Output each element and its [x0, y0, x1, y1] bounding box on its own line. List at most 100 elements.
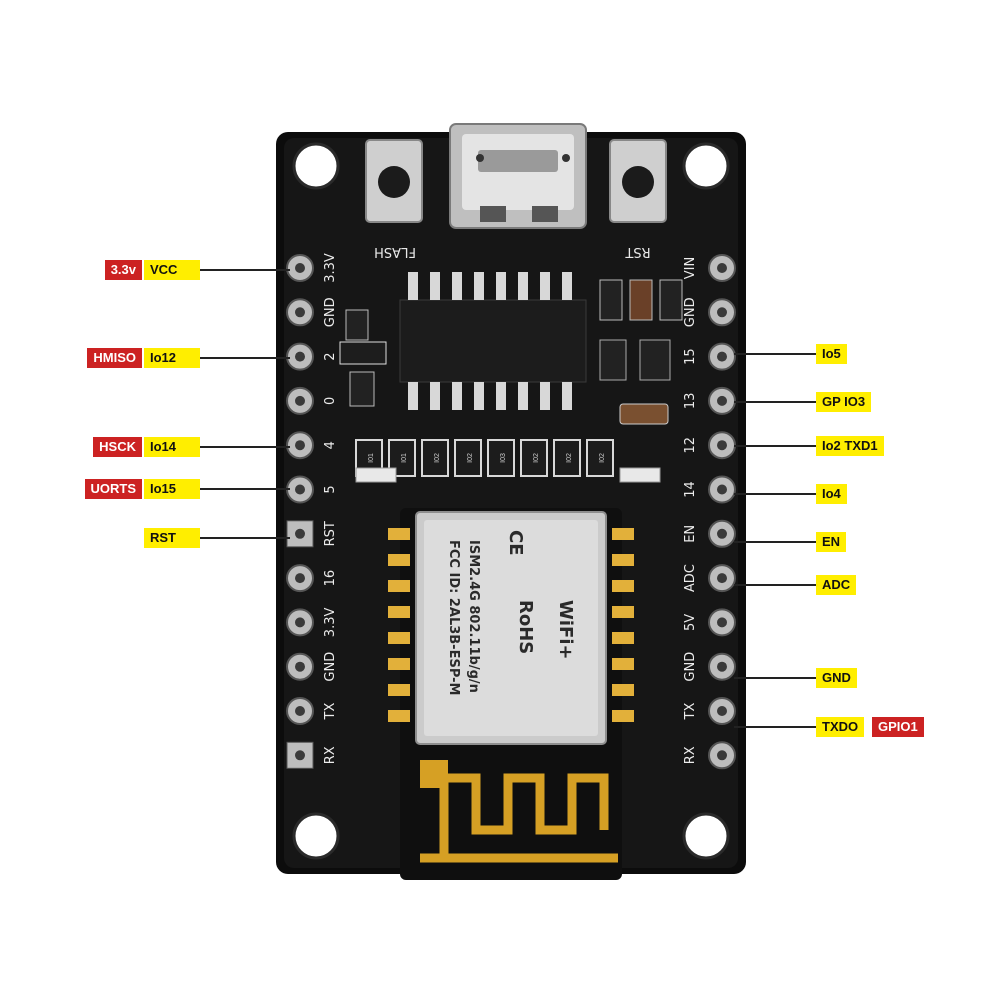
left-header-pins	[286, 254, 314, 769]
annotation-lead	[734, 677, 816, 679]
left-pin-label: GND	[323, 297, 338, 327]
chip-pin	[430, 272, 440, 300]
module-marking: WiFi+	[555, 600, 576, 660]
module-pad	[612, 580, 634, 592]
module-marking: CE	[505, 530, 526, 556]
smd-label: I02	[566, 453, 573, 463]
rst-button-label: RST	[625, 244, 650, 259]
pin-hole	[717, 750, 727, 761]
pin-hole	[717, 573, 727, 584]
annotation-lead	[734, 726, 816, 728]
smd-label: I01	[368, 453, 375, 463]
module-marking: ISM2.4G 802.11b/g/n	[466, 540, 481, 693]
flash-button	[365, 139, 423, 223]
pin-function-tag: GND	[816, 668, 857, 688]
module-pad	[612, 632, 634, 644]
chip-pin	[562, 382, 572, 410]
pin-alt-function-tag: 3.3v	[104, 260, 142, 280]
left-pin-label: 5	[323, 485, 338, 493]
pin-hole	[717, 617, 727, 628]
module-marking: FCC ID: 2AL3B-ESP-M	[446, 540, 461, 695]
chip-pin	[408, 272, 418, 300]
smd-label: I02	[599, 453, 606, 463]
pin-hole	[717, 263, 727, 273]
module-pad	[612, 684, 634, 696]
right-pin-label: 15	[683, 348, 698, 365]
right-pin-label: GND	[683, 652, 698, 682]
pin-hole	[295, 440, 305, 451]
module-pad	[612, 528, 634, 540]
right-pin-label: 14	[683, 481, 698, 498]
right-pin-label: VIN	[683, 257, 698, 279]
chip-pin	[518, 382, 528, 410]
pin-function-tag: Io5	[816, 344, 847, 364]
annotation-lead	[200, 269, 290, 271]
mounting-hole	[292, 812, 340, 860]
annotation-lead	[200, 446, 290, 448]
pin-hole	[717, 351, 727, 362]
pin-hole	[717, 440, 727, 451]
annotation-lead	[734, 445, 816, 447]
chip-pin	[408, 382, 418, 410]
pin-hole	[295, 661, 305, 672]
right-pin-label: EN	[683, 525, 698, 543]
pin-hole	[717, 661, 727, 672]
chip-pin	[562, 272, 572, 300]
chip-pin	[540, 382, 550, 410]
pin-hole	[295, 263, 305, 273]
pcb-antenna	[420, 773, 618, 863]
chip-pin	[430, 382, 440, 410]
left-pin-label: 3.3V	[323, 253, 338, 283]
module-marking: RoHS	[515, 600, 536, 654]
pin-hole	[295, 617, 305, 628]
module-pad	[388, 632, 410, 644]
chip-pin	[540, 272, 550, 300]
pin-alt-function-tag: HSCK	[93, 437, 142, 457]
pin-hole	[717, 307, 727, 318]
right-pin-label: RX	[683, 746, 698, 764]
left-pin-label: RX	[323, 746, 338, 764]
mounting-hole	[292, 142, 340, 190]
smd-resistor	[454, 439, 482, 477]
module-pad	[388, 606, 410, 618]
annotation-lead	[734, 541, 816, 543]
module-pad	[388, 710, 410, 722]
right-pin-label: GND	[683, 297, 698, 327]
pin-function-tag: Io4	[816, 484, 847, 504]
module-pad	[388, 658, 410, 670]
smd-label: I02	[533, 453, 540, 463]
left-pin-label: TX	[323, 702, 338, 720]
pin-alt-function-tag: HMISO	[87, 348, 142, 368]
mounting-holes	[292, 142, 730, 860]
pin-hole	[295, 528, 305, 539]
rst-button	[609, 139, 667, 223]
annotation-lead	[200, 357, 290, 359]
smd-resistor	[553, 439, 581, 477]
pin-function-tag: GP IO3	[816, 392, 872, 412]
left-pin-label: 4	[323, 441, 338, 449]
right-pin-label: 13	[683, 393, 698, 410]
pin-hole	[717, 706, 727, 716]
chip-pin	[518, 272, 528, 300]
right-pin-label: ADC	[683, 564, 698, 592]
pin-hole	[295, 395, 305, 406]
annotation-lead	[734, 353, 816, 355]
pin-function-tag: EN	[816, 532, 847, 552]
left-pin-label: 3.3V	[323, 608, 338, 638]
right-header-pins	[708, 254, 736, 770]
module-pad	[612, 658, 634, 670]
pin-function-tag: RST	[144, 528, 200, 548]
smd-label: I02	[467, 453, 474, 463]
smd-resistor	[586, 439, 614, 477]
pin-hole	[295, 706, 305, 716]
right-pin-label: 5V	[683, 614, 698, 631]
pin-alt-function-tag: GPIO1	[872, 717, 924, 737]
module-pad	[388, 528, 410, 540]
mounting-hole	[682, 142, 730, 190]
pin-function-tag: VCC	[144, 260, 200, 280]
annotation-lead	[200, 488, 290, 490]
voltage-regulator	[339, 279, 683, 425]
module-pad	[388, 684, 410, 696]
left-pin-label: RST	[323, 521, 338, 546]
